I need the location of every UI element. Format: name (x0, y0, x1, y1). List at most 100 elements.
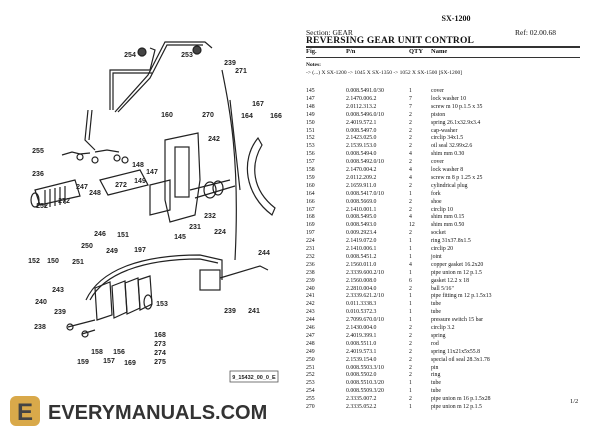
cell-pn: 2.1430.004.0 (346, 325, 377, 331)
cell-pn: 2.1560.008.0 (346, 277, 377, 284)
cell-fig: 145 (306, 88, 315, 94)
cell-fig: 248 (306, 340, 315, 347)
cell-qty: 12 (409, 222, 415, 229)
callout-label: 255 (32, 148, 44, 155)
cell-qty: 1 (409, 190, 412, 197)
cell-pn: 0.008.5669.0 (346, 198, 377, 205)
callout-label: 248 (89, 190, 101, 197)
diagram-drawing (30, 41, 276, 338)
cell-qty: 1 (409, 404, 412, 410)
cell-pn: 2.1470.006.2 (346, 95, 377, 102)
cell-pn: 0.011.3338.3 (346, 301, 377, 308)
cell-name: fork (431, 190, 441, 197)
cell-qty: 4 (409, 261, 412, 268)
cell-qty: 1 (409, 246, 412, 252)
cell-name: lock washer 10 (431, 95, 467, 102)
callout-label: 254 (124, 52, 136, 59)
cell-fig: 158 (306, 167, 315, 173)
callout-label: 243 (52, 287, 64, 294)
cell-fig: 151 (306, 127, 315, 134)
cell-pn: 0.008.5492.0/10 (346, 159, 384, 166)
cell-pn: 0.008.5451.2 (346, 253, 377, 260)
cell-pn: 0.008.5417.0/10 (346, 190, 384, 197)
cell-name: circlip 10 (431, 206, 454, 213)
cell-qty: 2 (409, 135, 412, 142)
cell-fig: 159 (306, 174, 315, 181)
cell-qty: 2 (409, 348, 412, 355)
cell-name: socket (431, 230, 446, 237)
reference-number: Ref: 02.00.68 (515, 28, 557, 37)
divider (306, 46, 580, 48)
callout-label: 224 (214, 229, 226, 236)
cell-qty: 1 (409, 253, 412, 260)
cell-pn: 2.3339.621.2/10 (346, 293, 384, 300)
cell-name: special oil seal 28.3x1.78 (431, 356, 490, 363)
cell-fig: 160 (306, 182, 315, 189)
cell-name: cap-washer (431, 127, 458, 134)
callout-label: 272 (58, 198, 70, 205)
cell-fig: 147 (306, 95, 315, 102)
cell-pn: 0.008.5491.0/30 (346, 88, 384, 94)
cell-fig: 253 (306, 380, 315, 387)
cell-fig: 164 (306, 190, 315, 197)
callout-label: 271 (235, 68, 247, 75)
cell-name: screw m 8 p 1.25 x 25 (431, 174, 483, 181)
cell-fig: 250 (306, 356, 315, 363)
cell-fig: 243 (306, 309, 315, 316)
callout-label: 250 (81, 243, 93, 250)
cell-pn: 2.1539.153.0 (346, 143, 377, 150)
page-number: 1/2 (570, 398, 579, 405)
callout-label: 239 (224, 308, 236, 315)
callout-label: 272 (115, 182, 127, 189)
cell-name: screw m 10 p.1.5 x 35 (431, 103, 483, 110)
drawing-ref: 9_15432_00_0_E (232, 375, 276, 381)
cell-qty: 2 (409, 119, 412, 126)
callout-label: 145 (174, 234, 186, 241)
cell-fig: 238 (306, 269, 315, 276)
cell-pn: 2.3335.052.2 (346, 404, 377, 410)
cell-pn: 2.4019.572.1 (346, 119, 377, 126)
callout-label: 253 (181, 52, 193, 59)
cell-qty: 4 (409, 174, 412, 181)
cell-name: cover (431, 88, 444, 94)
cell-name: pressure switch 15 bar (431, 317, 483, 324)
cell-pn: 2.1470.004.2 (346, 167, 377, 173)
cell-name: spring 26.1x32.9x3.4 (431, 119, 481, 126)
cell-name: shim mm 0.15 (431, 214, 465, 221)
cell-qty: 2 (409, 332, 412, 339)
cell-pn: 2.1560.011.0 (346, 261, 377, 268)
cell-qty: 2 (409, 127, 412, 134)
callout-label: 244 (258, 250, 270, 257)
cell-fig: 157 (306, 159, 315, 166)
cell-pn: 2.3335.007.2 (346, 396, 377, 403)
cell-name: circlip 3.2 (431, 325, 455, 331)
cell-qty: 2 (409, 325, 412, 331)
cell-pn: 2.1659.911.0 (346, 182, 377, 189)
cell-name: cylindrical plug (431, 182, 468, 189)
cell-pn: 0.008.5496.0/10 (346, 111, 384, 118)
cell-pn: 0.008.5510.3/20 (346, 380, 384, 387)
cell-name: cover (431, 159, 444, 166)
cell-name: spring (431, 332, 446, 339)
cell-name: spring 11x21x5x55.8 (431, 348, 481, 355)
cell-qty: 1 (409, 388, 412, 395)
cell-name: pin (431, 364, 439, 371)
cell-name: pipe union m 16 p.1.5x28 (431, 396, 491, 403)
cell-fig: 254 (306, 388, 315, 395)
